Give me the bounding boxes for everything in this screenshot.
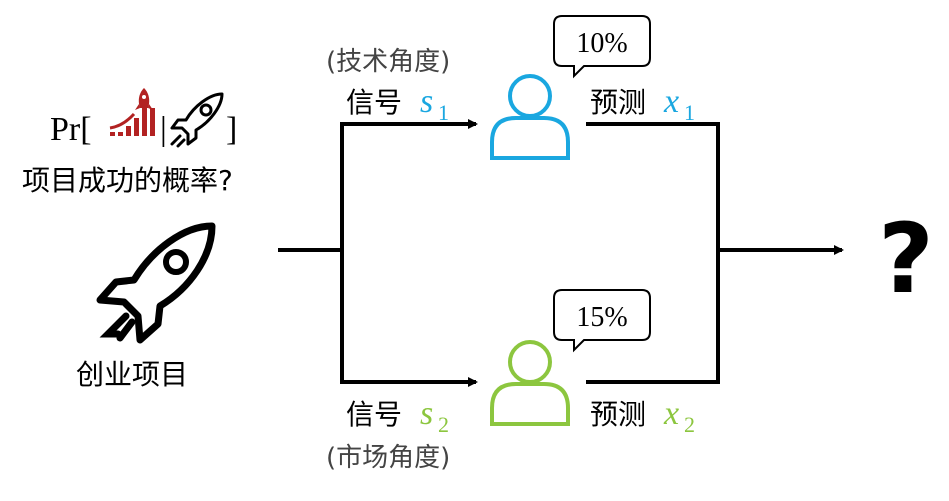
bottom-prediction-sub: 2	[684, 412, 695, 437]
bottom-prediction-label: 预测	[590, 398, 646, 431]
bottom-signal-sub: 2	[438, 412, 449, 437]
rocket-icon	[170, 92, 224, 148]
person-icon	[490, 340, 570, 426]
connector-lines	[278, 119, 844, 387]
top-signal-sub: 1	[438, 100, 449, 125]
top-signal-var: s	[420, 83, 433, 120]
startup-label: 创业项目	[76, 358, 188, 391]
bottom-signal-var: s	[420, 395, 433, 432]
bottom-prediction-var: x	[663, 395, 679, 432]
question-separator: |	[160, 111, 167, 148]
bottom-bubble-value: 15%	[576, 302, 627, 333]
rocket-icon	[96, 222, 216, 344]
top-prediction-sub: 1	[684, 100, 695, 125]
question-suffix: ]	[226, 111, 237, 148]
growth-chart-icon	[109, 88, 155, 136]
top-bubble-value: 10%	[576, 28, 627, 59]
top-speech-bubble: 10%	[553, 15, 651, 79]
top-prediction-label: 预测	[590, 86, 646, 119]
bottom-signal-label: 信号	[346, 398, 402, 431]
top-perspective-label: (技术角度)	[326, 47, 450, 77]
bottom-perspective-label: (市场角度)	[326, 443, 450, 473]
person-icon	[490, 74, 570, 160]
top-prediction-var: x	[663, 83, 679, 120]
bottom-speech-bubble: 15%	[553, 289, 651, 353]
top-signal-label: 信号	[346, 86, 402, 119]
output-question-mark: ?	[878, 203, 934, 315]
question-text: 项目成功的概率?	[22, 164, 233, 197]
question-prefix: Pr[	[50, 111, 92, 148]
